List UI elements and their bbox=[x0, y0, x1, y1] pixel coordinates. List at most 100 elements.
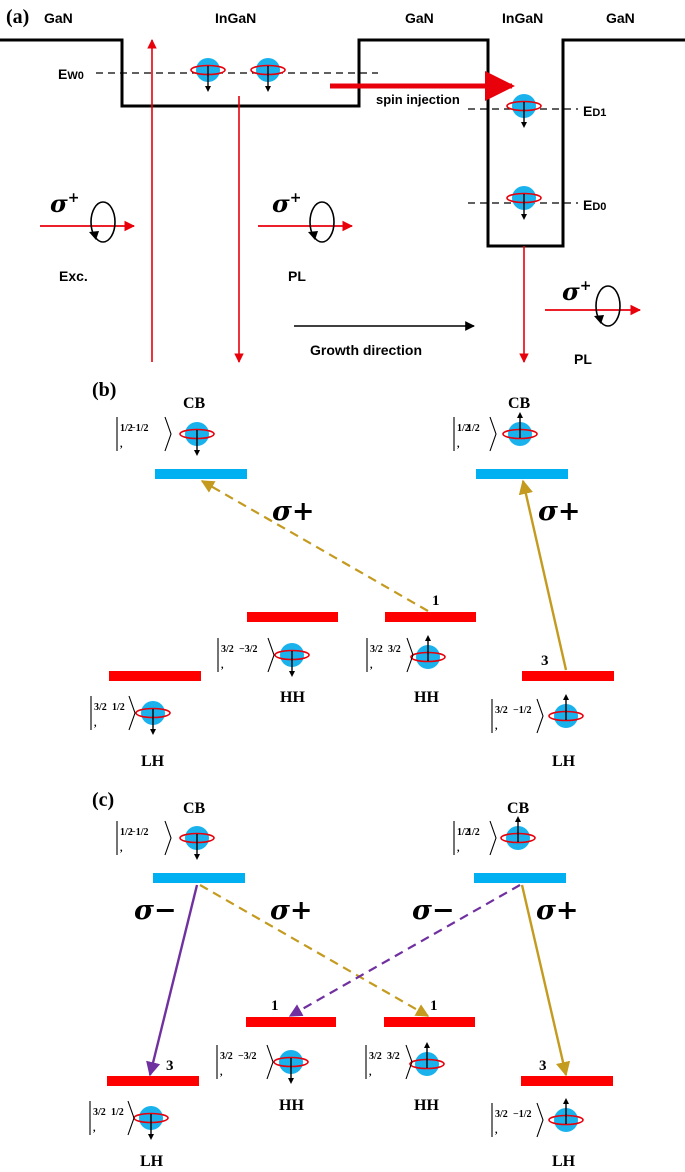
lh-bar-left-c bbox=[107, 1076, 199, 1086]
svg-text:1/2: 1/2 bbox=[467, 423, 480, 434]
region-gan-1: GaN bbox=[44, 10, 73, 26]
ket-cb-right-b: 1/2 , 1/2 bbox=[453, 416, 497, 452]
lh-bar-right-c bbox=[521, 1076, 613, 1086]
svg-text:,: , bbox=[120, 843, 123, 854]
hh-label-right-c: HH bbox=[414, 1097, 439, 1114]
svg-text:−1/2: −1/2 bbox=[130, 827, 148, 838]
svg-text:,: , bbox=[120, 439, 123, 450]
spin-lh-left-b bbox=[135, 701, 171, 735]
transition-sigma-plus-solid-c bbox=[520, 884, 571, 1077]
transition-sigma-plus-solid bbox=[518, 479, 568, 671]
spin-hh-right-b bbox=[410, 635, 446, 669]
lh-label-right: LH bbox=[552, 753, 576, 770]
svg-text:,: , bbox=[94, 718, 97, 729]
growth-direction-label: Growth direction bbox=[310, 342, 422, 358]
polarization-pl-1: σ+ PL bbox=[258, 189, 354, 284]
ket-cb-left-c: 1/2 , −1/2 bbox=[116, 820, 172, 856]
polarization-exc: σ+ Exc. bbox=[40, 189, 136, 284]
weight-3-right-c: 3 bbox=[539, 1058, 547, 1074]
pl-label-1: PL bbox=[288, 268, 306, 284]
ket-hh-right-b: 3/2 , 3/2 bbox=[366, 637, 414, 673]
sigma-plus-label-c1: σ+ bbox=[270, 895, 313, 926]
spin-injection-label: spin injection bbox=[376, 92, 460, 107]
cb-bar-right bbox=[476, 469, 568, 479]
spin-cb-left-b bbox=[179, 422, 215, 456]
svg-text:3/2: 3/2 bbox=[370, 644, 383, 655]
lh-bar-right bbox=[522, 671, 614, 681]
cb-bar-left bbox=[155, 469, 247, 479]
svg-text:1/2: 1/2 bbox=[120, 827, 133, 838]
svg-text:,: , bbox=[495, 721, 498, 732]
transition-sigma-plus-dashed bbox=[200, 480, 429, 612]
svg-text:3/2: 3/2 bbox=[94, 702, 107, 713]
spin-ed1 bbox=[506, 94, 542, 128]
panel-b: (b) CB CB σ+ σ+ 1 3 HH HH LH LH bbox=[90, 379, 614, 770]
lh-label-left: LH bbox=[141, 753, 165, 770]
svg-text:,: , bbox=[457, 439, 460, 450]
conduction-band-profile bbox=[0, 38, 685, 248]
ket-lh-right-c: 3/2 , −1/2 bbox=[491, 1102, 544, 1138]
svg-text:,: , bbox=[370, 660, 373, 671]
weight-1-left-c: 1 bbox=[271, 998, 279, 1014]
region-ingan-1: InGaN bbox=[215, 10, 256, 26]
svg-text:σ+: σ+ bbox=[562, 277, 591, 306]
svg-text:−1/2: −1/2 bbox=[130, 423, 148, 434]
svg-text:1/2: 1/2 bbox=[457, 827, 470, 838]
polarization-pl-2: σ+ PL bbox=[545, 277, 642, 367]
lh-label-right-c: LH bbox=[552, 1153, 576, 1170]
ket-hh-left-c: 3/2 , −3/2 bbox=[216, 1044, 274, 1080]
lh-bar-left bbox=[109, 671, 201, 681]
cb-label-left-c: CB bbox=[183, 800, 206, 817]
svg-text:3/2: 3/2 bbox=[495, 705, 508, 716]
hh-label-right: HH bbox=[414, 689, 439, 706]
sigma-plus-label-2: σ+ bbox=[538, 496, 581, 527]
spin-lh-right-c bbox=[548, 1098, 584, 1132]
svg-text:σ+: σ+ bbox=[272, 189, 301, 218]
svg-text:1/2: 1/2 bbox=[467, 827, 480, 838]
panel-b-label: (b) bbox=[92, 379, 116, 401]
ket-lh-right-b: 3/2 , −1/2 bbox=[491, 698, 544, 734]
region-gan-3: GaN bbox=[606, 10, 635, 26]
spin-ed0 bbox=[506, 186, 542, 220]
transition-sigma-minus-dashed bbox=[288, 884, 521, 1017]
spin-hh-left-c bbox=[273, 1050, 309, 1084]
spin-lh-right-b bbox=[548, 694, 584, 728]
cb-label-right: CB bbox=[508, 395, 531, 412]
spin-cb-right-b bbox=[502, 412, 538, 446]
region-ingan-2: InGaN bbox=[502, 10, 543, 26]
hh-label-left: HH bbox=[280, 689, 305, 706]
level-ew0-label: EW0 bbox=[58, 66, 84, 82]
cb-bar-left-c bbox=[153, 873, 245, 883]
svg-text:,: , bbox=[93, 1123, 96, 1134]
level-ed1-label: ED1 bbox=[583, 103, 606, 119]
hh-bar-left-c bbox=[246, 1017, 336, 1027]
spin-hh-right-c bbox=[409, 1042, 445, 1076]
panel-a: (a) GaN InGaN GaN InGaN GaN EW0 ED1 ED0 … bbox=[0, 6, 685, 367]
hh-bar-right-c bbox=[384, 1017, 475, 1027]
svg-text:3/2: 3/2 bbox=[220, 1051, 233, 1062]
svg-text:−3/2: −3/2 bbox=[238, 1051, 256, 1062]
spin-ew0-1 bbox=[190, 58, 226, 92]
lh-label-left-c: LH bbox=[140, 1153, 164, 1170]
cb-label-left: CB bbox=[183, 395, 206, 412]
panel-c: (c) CB CB σ− σ+ σ− σ+ 1 1 3 3 HH HH LH L… bbox=[89, 789, 613, 1170]
region-gan-2: GaN bbox=[405, 10, 434, 26]
svg-text:3/2: 3/2 bbox=[495, 1109, 508, 1120]
weight-3-left-c: 3 bbox=[166, 1058, 174, 1074]
svg-text:,: , bbox=[221, 660, 224, 671]
svg-text:,: , bbox=[369, 1067, 372, 1078]
svg-text:,: , bbox=[457, 843, 460, 854]
ket-cb-right-c: 1/2 , 1/2 bbox=[453, 820, 497, 856]
svg-text:,: , bbox=[495, 1125, 498, 1136]
svg-text:,: , bbox=[220, 1067, 223, 1078]
transition-sigma-plus-dashed-c bbox=[199, 884, 430, 1017]
transition-sigma-minus-solid bbox=[146, 884, 199, 1077]
ket-lh-left-b: 3/2 , 1/2 bbox=[90, 695, 136, 731]
svg-text:1/2: 1/2 bbox=[457, 423, 470, 434]
hh-bar-left bbox=[247, 612, 338, 622]
spin-cb-right-c bbox=[500, 816, 536, 850]
pl-label-2: PL bbox=[574, 351, 592, 367]
level-ed0-label: ED0 bbox=[583, 197, 606, 213]
spin-ew0-2 bbox=[250, 58, 286, 92]
